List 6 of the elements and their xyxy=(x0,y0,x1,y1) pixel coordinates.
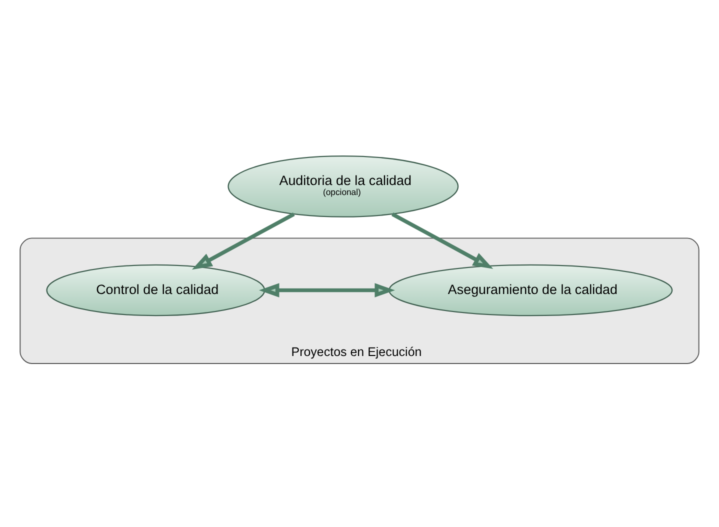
arrow xyxy=(192,212,295,270)
node-ellipse: Aseguramiento de la calidad xyxy=(388,264,673,316)
arrow xyxy=(259,283,395,298)
node-ellipse: Auditoria de la calidad (opcional) xyxy=(228,155,459,218)
arrow xyxy=(392,212,494,269)
node-ellipse: Control de la calidad xyxy=(46,264,266,316)
